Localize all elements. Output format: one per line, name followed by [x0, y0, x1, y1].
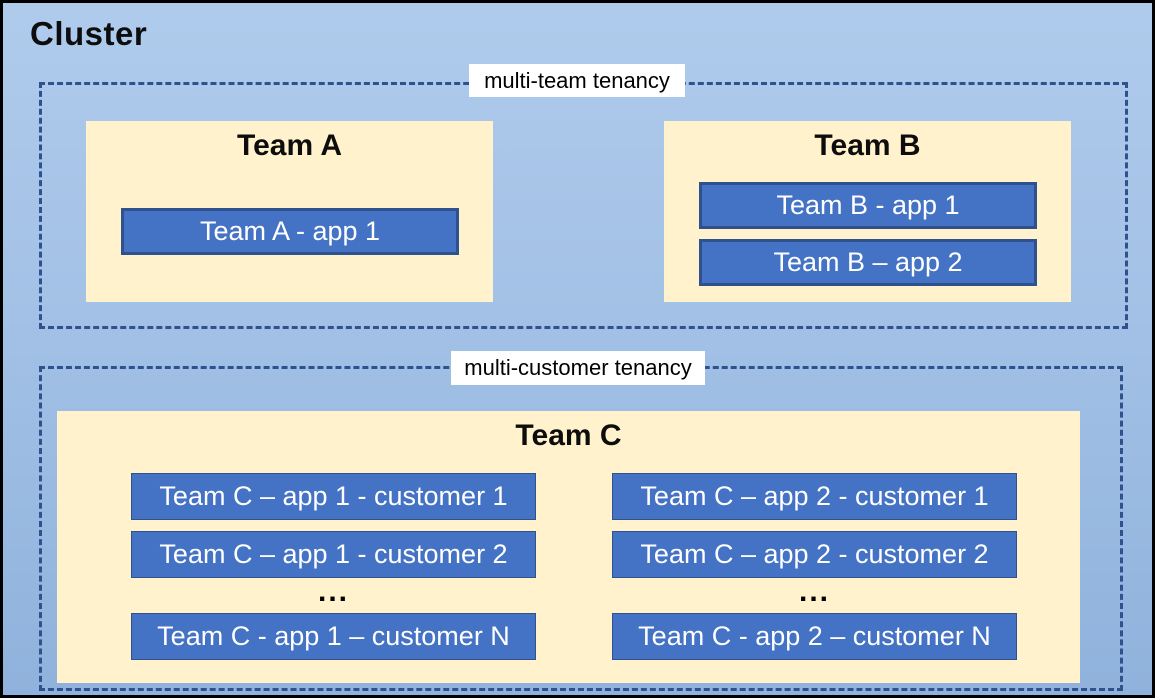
- multi-team-tenancy-label: multi-team tenancy: [469, 64, 685, 97]
- team-b-app-2-box: Team B – app 2: [699, 239, 1037, 286]
- team-b-title: Team B: [814, 129, 921, 162]
- team-c-app-2-ellipsis: ...: [798, 575, 830, 608]
- team-c-app-1-customer-2-box: Team C – app 1 - customer 2: [131, 531, 536, 578]
- team-c-app-2-customer-1-box: Team C – app 2 - customer 1: [612, 473, 1017, 520]
- multi-customer-tenancy-label: multi-customer tenancy: [451, 351, 705, 385]
- team-c-app-2-customer-2-box: Team C – app 2 - customer 2: [612, 531, 1017, 578]
- team-a-panel: Team A Team A - app 1: [86, 121, 493, 302]
- team-c-app-1-customer-n-box: Team C - app 1 – customer N: [131, 613, 536, 660]
- team-c-app-1-ellipsis: ...: [317, 575, 349, 608]
- team-a-title: Team A: [236, 129, 343, 162]
- team-c-title: Team C: [515, 419, 622, 452]
- team-a-app-1-box: Team A - app 1: [121, 208, 459, 255]
- team-b-panel: Team B Team B - app 1 Team B – app 2: [664, 121, 1071, 302]
- team-c-panel: Team C Team C – app 1 - customer 1 Team …: [57, 411, 1080, 683]
- team-b-app-1-box: Team B - app 1: [699, 182, 1037, 229]
- cluster-title: Cluster: [30, 15, 148, 52]
- team-c-app-2-customer-n-box: Team C - app 2 – customer N: [612, 613, 1017, 660]
- team-c-app-1-customer-1-box: Team C – app 1 - customer 1: [131, 473, 536, 520]
